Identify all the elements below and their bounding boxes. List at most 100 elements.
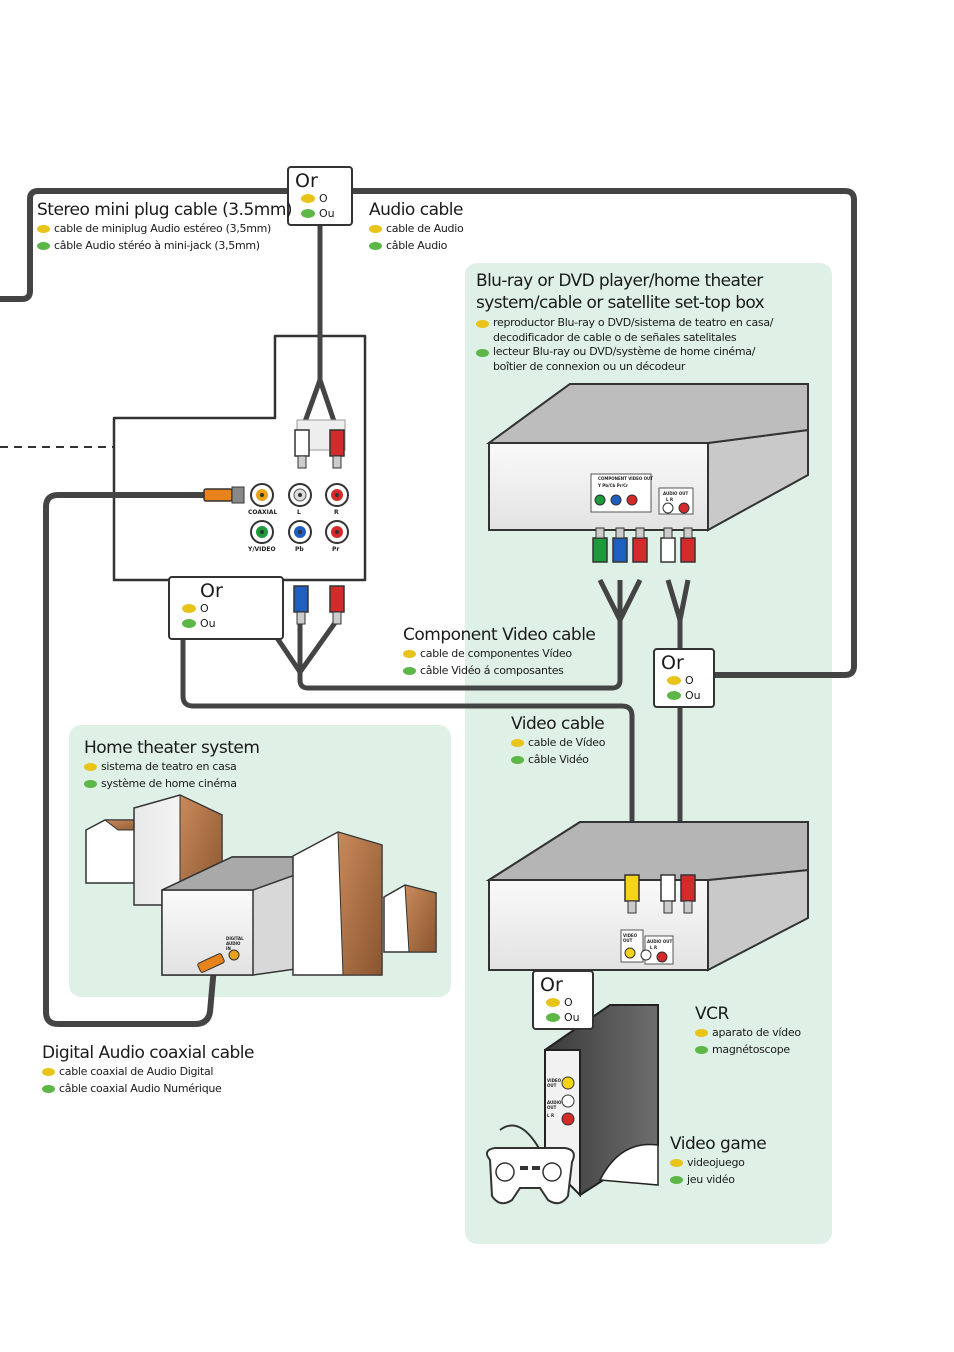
- coax-plug-tv: [203, 486, 245, 504]
- yellow-dot-icon: [301, 194, 315, 203]
- or-box-game: Or O Ou: [532, 970, 594, 1030]
- video-cable-label: Video cable cable de Vídeo câble Vidéo: [511, 714, 606, 768]
- video-game-fr: jeu vidéo: [687, 1172, 735, 1186]
- or-label-fr: Ou: [564, 1011, 580, 1024]
- home-theater-title: Home theater system: [84, 738, 260, 758]
- stereo-cable-label: Stereo mini plug cable (3.5mm) cable de …: [37, 200, 293, 254]
- yellow-dot-icon: [667, 676, 681, 685]
- yellow-dot-icon: [369, 225, 382, 233]
- or-box-tv: Or O Ou: [168, 576, 284, 640]
- audio-cable-es: cable de Audio: [386, 222, 464, 235]
- component-cable-fr: câble Vidéo á composantes: [420, 663, 564, 677]
- or-label-es: O: [564, 996, 573, 1009]
- green-dot-icon: [84, 779, 97, 788]
- player-fr-line1: lecteur Blu-ray ou DVD/système de home c…: [493, 345, 756, 358]
- video-cable-line: [180, 625, 635, 875]
- bluray-player-illustration: [485, 383, 809, 532]
- vcr-fr: magnétoscope: [712, 1042, 790, 1056]
- stereo-mini-cable-line: [0, 188, 290, 302]
- stereo-cable-es: cable de miniplug Audio estéreo (3,5mm): [54, 222, 272, 235]
- home-theater-es: sistema de teatro en casa: [101, 760, 237, 773]
- or-label-es: O: [319, 192, 328, 205]
- port-label-l: L: [297, 509, 301, 516]
- yellow-dot-icon: [670, 1159, 683, 1167]
- yellow-dot-icon: [546, 998, 560, 1007]
- or-box-right: Or O Ou: [653, 648, 715, 708]
- green-dot-icon: [403, 666, 416, 675]
- yellow-dot-icon: [403, 650, 416, 658]
- green-dot-icon: [37, 241, 50, 250]
- audio-cable-fr: câble Audio: [386, 238, 448, 252]
- yellow-dot-icon: [476, 320, 489, 328]
- game-port-audio: AUDIO OUT: [547, 1100, 562, 1110]
- home-theater-fr: système de home cinéma: [101, 776, 237, 790]
- port-label-r: R: [334, 509, 339, 516]
- or-label: Or: [200, 580, 223, 602]
- green-dot-icon: [182, 619, 196, 628]
- stereo-cable-fr: câble Audio stéréo à mini-jack (3,5mm): [54, 238, 260, 252]
- or-label-es: O: [200, 602, 209, 615]
- coax-cable-fr: câble coaxial Audio Numérique: [59, 1081, 222, 1095]
- green-dot-icon: [476, 349, 489, 357]
- video-cable-fr: câble Vidéo: [528, 752, 589, 766]
- gamepad-icon: [485, 1124, 575, 1205]
- player-port-component-sub: Y Pb/Cb Pr/Cr: [598, 483, 629, 488]
- port-label-pr: Pr: [332, 546, 340, 553]
- coax-cable-label: Digital Audio coaxial cable cable coaxia…: [42, 1043, 255, 1097]
- port-label-y-video: Y/VIDEO: [248, 546, 276, 553]
- yellow-dot-icon: [182, 604, 196, 613]
- coax-cable-es: cable coaxial de Audio Digital: [59, 1065, 214, 1078]
- audio-cable-top-loop: [350, 188, 857, 678]
- component-cable-label: Component Video cable cable de component…: [403, 625, 596, 679]
- or-label-fr: Ou: [200, 617, 216, 630]
- audio-cable-title: Audio cable: [369, 200, 463, 220]
- home-theater-label: Home theater system sistema de teatro en…: [84, 738, 260, 792]
- vcr-port-audio: AUDIO OUT: [647, 939, 673, 944]
- player-port-component: COMPONENT VIDEO OUT: [598, 476, 654, 481]
- vcr-plugs: [624, 874, 696, 914]
- yellow-dot-icon: [695, 1029, 708, 1037]
- green-dot-icon: [695, 1045, 708, 1054]
- yellow-dot-icon: [37, 225, 50, 233]
- green-dot-icon: [667, 691, 681, 700]
- video-game-label: Video game videojuego jeu vidéo: [670, 1134, 767, 1188]
- or-label-fr: Ou: [319, 207, 335, 220]
- coax-cable-line: [43, 492, 217, 1027]
- stereo-cable-title: Stereo mini plug cable (3.5mm): [37, 200, 293, 220]
- yellow-dot-icon: [42, 1068, 55, 1076]
- yellow-dot-icon: [511, 739, 524, 747]
- player-es-line2: decodificador de cable o de señales sate…: [493, 330, 737, 344]
- component-cable-title: Component Video cable: [403, 625, 596, 645]
- video-cable-es: cable de Vídeo: [528, 736, 606, 749]
- player-port-audio: AUDIO OUT: [663, 491, 689, 496]
- tv-back-panel: [112, 334, 367, 582]
- player-title-line2: system/cable or satellite set-top box: [476, 293, 765, 313]
- audio-cable-player-side: [665, 579, 691, 650]
- or-box-top: Or O Ou: [287, 166, 353, 226]
- player-fr-line2: boîtier de connexion ou un décodeur: [493, 359, 686, 373]
- player-port-audio-sub: L R: [666, 497, 674, 502]
- player-title-line1: Blu-ray or DVD player/home theater: [476, 271, 763, 291]
- game-port-video: VIDEO OUT: [547, 1078, 562, 1088]
- vcr-label: VCR aparato de vídeo magnétoscope: [695, 1004, 801, 1058]
- video-game-title: Video game: [670, 1134, 767, 1154]
- coax-cable-title: Digital Audio coaxial cable: [42, 1043, 255, 1063]
- vcr-title: VCR: [695, 1004, 729, 1024]
- component-cable-player-side: [597, 578, 643, 622]
- player-es-line1: reproductor Blu-ray o DVD/sistema de tea…: [493, 316, 774, 329]
- or-label: Or: [295, 170, 318, 192]
- tv-audio-plugs: [294, 429, 345, 469]
- home-theater-illustration: [85, 794, 437, 976]
- green-dot-icon: [670, 1175, 683, 1184]
- video-game-es: videojuego: [687, 1156, 745, 1169]
- green-dot-icon: [511, 755, 524, 764]
- vcr-es: aparato de vídeo: [712, 1026, 801, 1039]
- or-label-fr: Ou: [685, 689, 701, 702]
- port-label-pb: Pb: [295, 546, 304, 553]
- player-plugs: [592, 527, 696, 563]
- port-label-coaxial: COAXIAL: [248, 509, 278, 516]
- home-theater-port: DIGITAL AUDIO IN: [226, 936, 244, 951]
- or-label: Or: [540, 974, 563, 996]
- green-dot-icon: [546, 1013, 560, 1022]
